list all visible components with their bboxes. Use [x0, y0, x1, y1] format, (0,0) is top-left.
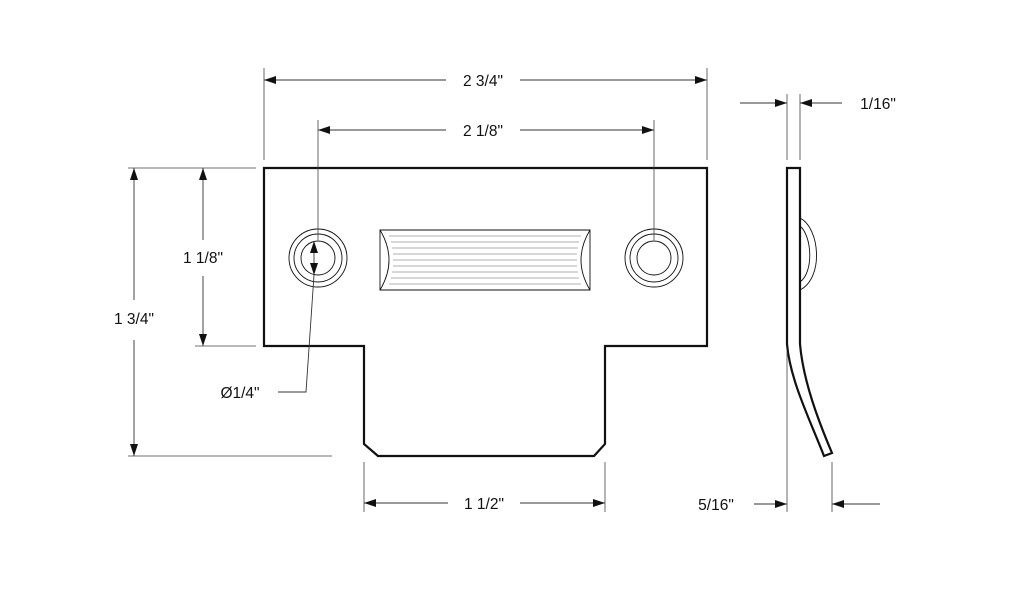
- strike-lip: [379, 229, 591, 291]
- plate-outline: [262, 166, 709, 458]
- label-hole-diameter: Ø1/4": [220, 385, 259, 402]
- dim-thickness: 1/16": [740, 94, 896, 160]
- label-lip-offset: 5/16": [698, 497, 734, 514]
- dim-lip-offset: 5/16": [698, 352, 880, 514]
- label-plate-height: 1 1/8": [183, 250, 223, 267]
- label-overall-width: 2 3/4": [463, 73, 503, 90]
- dim-hole-diameter: Ø1/4": [220, 241, 318, 402]
- side-lip-bulge: [799, 217, 817, 291]
- side-view: [785, 166, 834, 458]
- front-view: [262, 166, 709, 458]
- label-hole-spacing: 2 1/8": [463, 123, 503, 140]
- dim-plate-height: 1 1/8": [183, 168, 256, 347]
- label-thickness: 1/16": [860, 96, 896, 113]
- dim-tab-width: 1 1/2": [363, 462, 606, 513]
- dim-overall-width: 2 3/4": [263, 68, 708, 160]
- side-profile: [785, 166, 834, 458]
- label-overall-height: 1 3/4": [114, 311, 154, 328]
- label-tab-width: 1 1/2": [464, 496, 504, 513]
- dim-overall-height: 1 3/4": [114, 167, 332, 457]
- dim-hole-spacing: 2 1/8": [317, 120, 655, 240]
